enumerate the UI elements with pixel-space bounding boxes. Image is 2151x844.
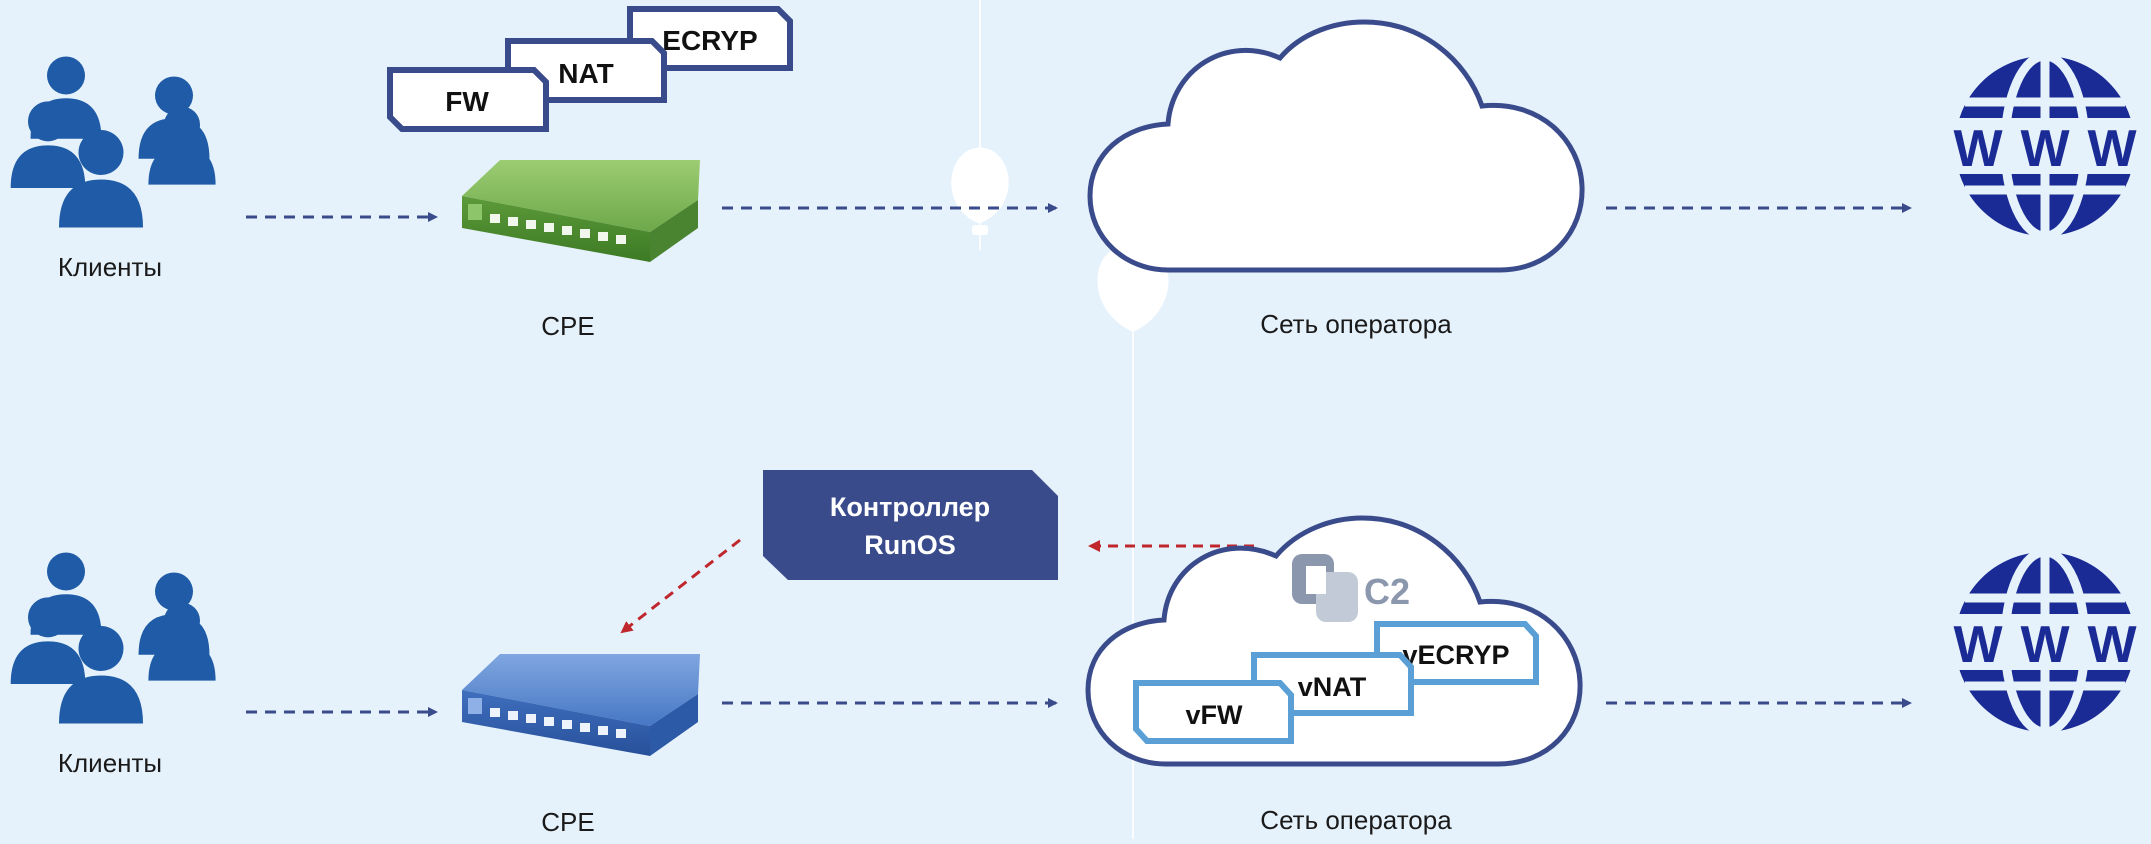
cloud-icon: [1087, 19, 1585, 273]
clients-label: Клиенты: [58, 748, 162, 778]
svg-text:W: W: [2087, 616, 2137, 674]
svg-text:W: W: [2087, 120, 2137, 178]
network-label: Сеть оператора: [1260, 309, 1452, 339]
svg-text:FW: FW: [445, 86, 489, 117]
router-icon: [462, 160, 700, 262]
www-globe-icon: W W W: [1940, 51, 2150, 241]
vfunction-tag-vfw: vFW: [1133, 680, 1294, 744]
cpe-label: CPE: [541, 807, 594, 837]
controller-subtitle: RunOS: [864, 530, 956, 560]
function-tag-ecryp: ECRYP: [627, 6, 793, 71]
svg-text:W: W: [2020, 616, 2070, 674]
www-globe-icon: W W W: [1940, 547, 2150, 737]
svg-text:ECRYP: ECRYP: [662, 25, 757, 56]
clients-label: Клиенты: [58, 252, 162, 282]
svg-text:vECRYP: vECRYP: [1402, 640, 1509, 670]
vfunction-tag-vecryp: vECRYP: [1374, 621, 1539, 685]
svg-text:NAT: NAT: [558, 58, 613, 89]
svg-text:vFW: vFW: [1186, 700, 1244, 730]
controller-box: Контроллер RunOS: [763, 470, 1058, 580]
controller-title: Контроллер: [830, 492, 990, 522]
svg-text:W: W: [1953, 120, 2003, 178]
svg-text:W: W: [1953, 616, 2003, 674]
control-arrow: [620, 538, 741, 634]
users-icon: [10, 56, 216, 228]
svg-text:C2: C2: [1364, 571, 1410, 612]
router-icon: [462, 654, 700, 756]
c2-logo: C2: [1292, 554, 1410, 622]
cpe-label: CPE: [541, 311, 594, 341]
function-tag-fw: FW: [387, 67, 549, 132]
network-label: Сеть оператора: [1260, 805, 1452, 835]
svg-text:vNAT: vNAT: [1298, 672, 1367, 702]
svg-text:W: W: [2020, 120, 2070, 178]
bulb-icon: [951, 147, 1009, 235]
users-icon: [10, 552, 216, 724]
